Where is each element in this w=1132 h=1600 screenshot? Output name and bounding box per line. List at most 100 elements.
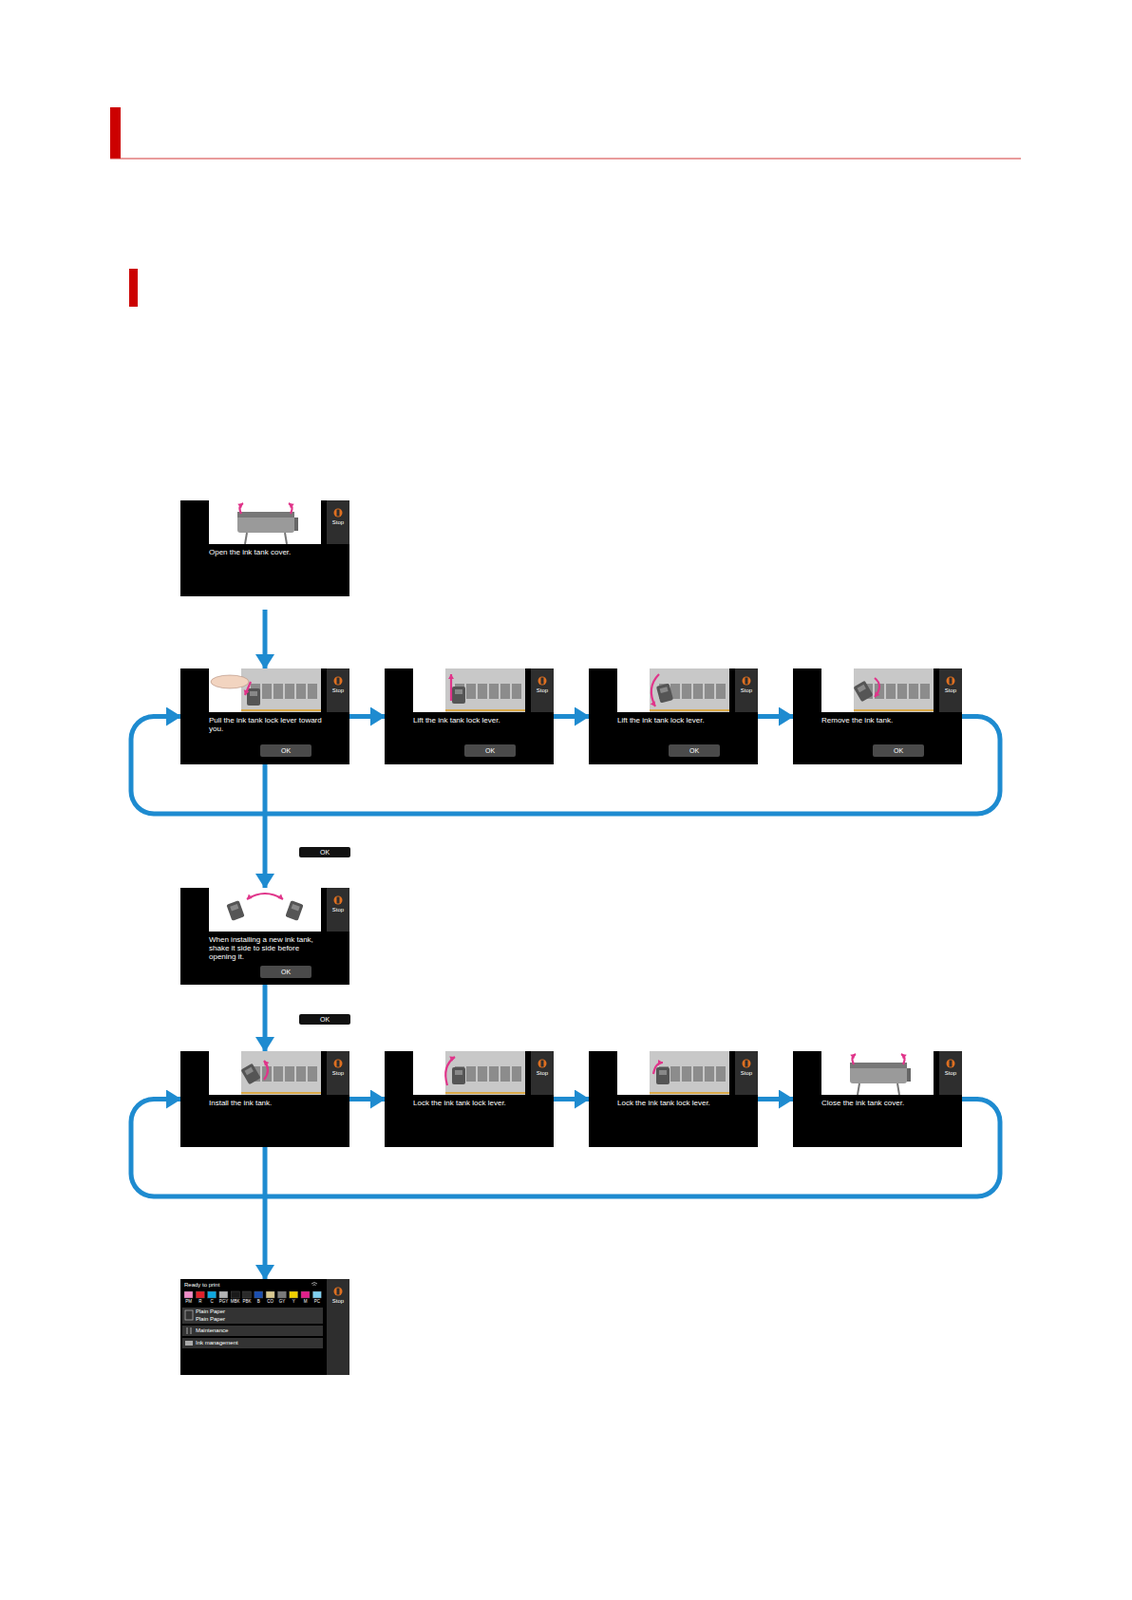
ink-color-label: MBK	[229, 1299, 242, 1304]
ink-color-label: PM	[183, 1299, 195, 1304]
stop-icon	[334, 1287, 343, 1297]
tank-slot	[920, 683, 930, 699]
arrow-head	[244, 689, 250, 696]
tank-slot	[284, 683, 295, 699]
ink-tank	[452, 1067, 466, 1085]
screen-illustration	[413, 668, 526, 713]
flow-arrow	[263, 764, 268, 888]
tank-slot	[908, 683, 919, 699]
tank-slot	[466, 1066, 476, 1082]
ink-level-chip	[254, 1291, 264, 1299]
ink-color-label: PBK	[241, 1299, 253, 1304]
arrow-head	[448, 674, 454, 680]
ink-level-chip	[184, 1291, 193, 1299]
screen-message: Pull the ink tank lock lever toward you.	[208, 716, 327, 734]
stop-icon	[946, 1059, 956, 1069]
ink-tank	[852, 680, 873, 703]
screen-capture: Lift the ink tank lock lever. OK Stop	[588, 668, 758, 765]
screen-capture: Open the ink tank cover.Stop	[180, 500, 350, 597]
screen-capture: Lock the ink tank lock lever.Stop	[384, 1051, 554, 1148]
ink-tank	[226, 900, 245, 922]
tank-bay	[853, 668, 934, 713]
tank-slot	[704, 683, 715, 699]
ink-color-label: M	[300, 1299, 312, 1304]
tank-slot	[284, 1066, 295, 1082]
stop-button-label: Stop	[327, 687, 349, 695]
ok-button: OK	[260, 744, 312, 757]
maintenance-icon	[187, 1327, 191, 1335]
screen-illustration	[208, 500, 321, 545]
tank-bay	[445, 1051, 526, 1095]
screen-illustration	[208, 1051, 321, 1095]
motion-arrow	[874, 678, 880, 698]
screen-illustration	[413, 1051, 526, 1095]
screen-message: Close the ink tank cover.	[821, 1098, 940, 1108]
ink-icon	[185, 1340, 193, 1346]
screen-illustration	[821, 1051, 934, 1095]
ink-tank	[656, 682, 674, 703]
arrow-head	[277, 893, 283, 900]
screen-capture: Lock the ink tank lock lever.Stop	[588, 1051, 758, 1148]
tank-slot	[262, 683, 272, 699]
menu-row	[182, 1325, 323, 1337]
paper-icon	[185, 1310, 193, 1321]
screen-capture: When installing a new ink tank, shake it…	[180, 887, 350, 985]
stop-icon	[334, 509, 343, 518]
ink-color-label: C	[206, 1299, 218, 1304]
tank-slot	[273, 683, 283, 699]
flow-arrow	[263, 1147, 268, 1280]
ink-tank	[240, 1063, 261, 1086]
arrow-head	[449, 1056, 455, 1062]
screen-illustration	[208, 668, 321, 713]
tank-slot	[511, 1066, 522, 1082]
stop-button-label: Stop	[327, 1070, 349, 1077]
screen-capture: Pull the ink tank lock lever toward you.…	[180, 668, 350, 765]
ink-level-chip	[219, 1291, 228, 1299]
tank-slot	[466, 683, 476, 699]
ok-button: OK	[872, 744, 925, 757]
stop-button-label: Stop	[531, 1070, 553, 1077]
screen-capture: Install the ink tank.Stop	[180, 1051, 350, 1148]
arrow-head	[849, 1054, 856, 1059]
screen-capture: Close the ink tank cover.Stop	[792, 1051, 963, 1148]
tank-slot	[897, 683, 907, 699]
ink-color-label: Y	[287, 1299, 300, 1304]
subheading-bar	[129, 268, 138, 307]
tank-slot	[307, 683, 318, 699]
motion-arrow	[445, 1056, 455, 1086]
tank-slot	[477, 683, 488, 699]
stop-column	[326, 1279, 350, 1376]
arrow-head	[237, 503, 244, 509]
flow-arrow	[553, 1096, 589, 1102]
stop-button-label: Stop	[735, 1070, 757, 1077]
screen-capture: Remove the ink tank.OKStop	[792, 668, 963, 765]
ink-level-chip	[301, 1291, 310, 1299]
flow-arrow	[263, 609, 268, 669]
tank-bay	[445, 668, 526, 713]
ok-button: OK	[668, 744, 720, 757]
wifi-icon	[311, 1282, 318, 1286]
motion-arrow	[651, 674, 660, 707]
arrow-head	[246, 893, 253, 900]
ink-color-label: R	[194, 1299, 207, 1304]
tank-bay	[649, 668, 730, 713]
ink-color-label: PGY	[217, 1299, 229, 1304]
ink-level-chip	[243, 1291, 252, 1299]
home-screen-art	[180, 1279, 327, 1376]
stop-button-label: Stop	[735, 687, 757, 695]
ink-color-label: GY	[276, 1299, 288, 1304]
ink-color-label: B	[252, 1299, 265, 1304]
stop-icon	[334, 677, 343, 686]
arrow-head	[264, 1060, 269, 1067]
arrow-head	[288, 503, 295, 509]
tank-slot	[307, 1066, 318, 1082]
stop-button-label: Stop	[327, 519, 349, 527]
stop-button-label: Stop	[531, 687, 553, 695]
screen-message: Lift the ink tank lock lever.	[617, 716, 736, 725]
tank-slot	[489, 683, 499, 699]
ink-level-chip	[289, 1291, 299, 1299]
tank-slot	[511, 683, 522, 699]
stop-icon	[334, 1059, 343, 1069]
